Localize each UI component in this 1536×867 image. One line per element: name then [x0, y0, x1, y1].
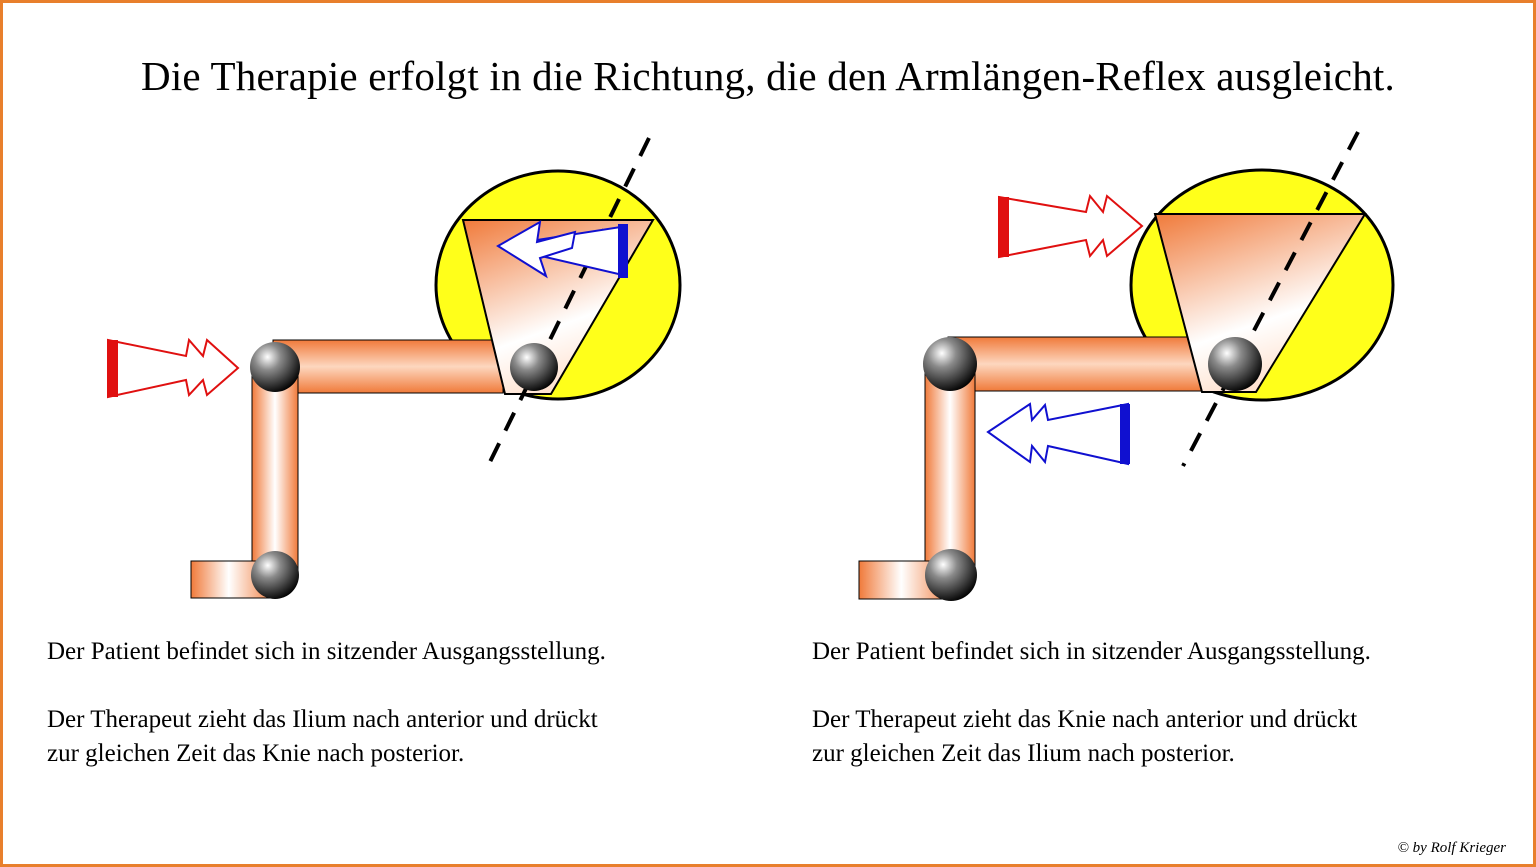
- right-lower-leg: [924, 365, 976, 577]
- right-red-arrow: [998, 193, 1144, 259]
- right-figure: [858, 131, 1395, 601]
- left-caption-line-2: Der Therapeut zieht das Ilium nach anter…: [47, 706, 598, 733]
- left-lower-leg: [251, 367, 299, 577]
- right-blue-arrow: [986, 402, 1130, 466]
- left-red-arrow: [107, 337, 240, 399]
- right-caption: Der Patient befindet sich in sitzender A…: [812, 635, 1512, 771]
- right-hip-joint-ball: [923, 337, 977, 391]
- left-hip-joint-ball: [250, 342, 300, 392]
- right-caption-line-3: zur gleichen Zeit das Ilium nach posteri…: [812, 740, 1235, 767]
- left-blue-arrow: [496, 220, 628, 279]
- right-thigh: [947, 336, 1205, 392]
- right-pelvis-joint-ball: [1208, 337, 1262, 391]
- left-thigh: [272, 339, 504, 394]
- left-figure: [107, 137, 682, 599]
- right-knee-joint-ball: [925, 549, 977, 601]
- left-pelvis-joint-ball: [510, 343, 558, 391]
- left-caption-line-3: zur gleichen Zeit das Knie nach posterio…: [47, 740, 465, 767]
- left-caption: Der Patient befindet sich in sitzender A…: [47, 635, 767, 771]
- slide-title: Die Therapie erfolgt in die Richtung, di…: [141, 53, 1395, 99]
- right-caption-line-1: Der Patient befindet sich in sitzender A…: [812, 638, 1371, 665]
- left-caption-line-1: Der Patient befindet sich in sitzender A…: [47, 638, 606, 665]
- left-axis-dashed-line: [485, 137, 651, 469]
- right-caption-line-2: Der Therapeut zieht das Knie nach anteri…: [812, 706, 1358, 733]
- left-knee-joint-ball: [251, 551, 299, 599]
- right-axis-dashed-line: [1181, 131, 1360, 467]
- author-signature: © by Rolf Krieger: [1397, 840, 1506, 856]
